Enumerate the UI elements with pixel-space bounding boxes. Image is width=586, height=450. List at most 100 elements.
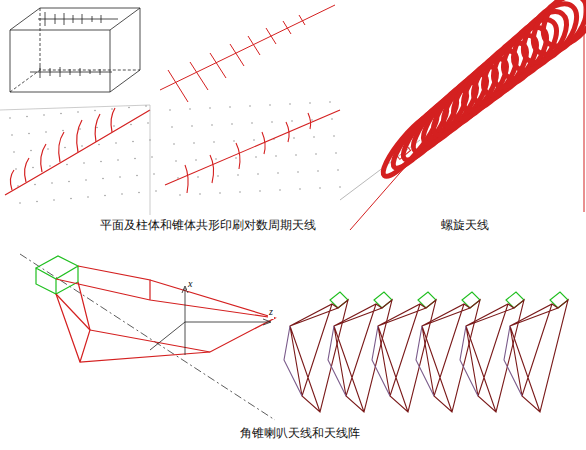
grid-dot: [233, 140, 235, 142]
figure-caption: 角锥喇叭天线和天线阵: [240, 426, 360, 440]
figure-caption: 平面及柱体和锥体共形印刷对数周期天线: [100, 218, 316, 232]
grid-dot: [70, 198, 72, 200]
grid-dot: [235, 157, 237, 159]
grid-dot: [331, 118, 333, 120]
grid-dot: [259, 190, 261, 192]
pyramidal-horn: [20, 254, 275, 420]
grid-dot: [11, 134, 13, 136]
grid-dot: [293, 137, 295, 139]
grid-dot: [26, 116, 28, 118]
grid-dot: [117, 159, 119, 161]
horn-wire: [510, 300, 568, 412]
grid-dot: [85, 179, 87, 181]
grid-dot: [255, 156, 257, 158]
grid-dot: [189, 108, 191, 110]
feed: [550, 292, 568, 308]
grid-dot: [60, 113, 62, 115]
feed: [462, 292, 480, 308]
grid-dot: [9, 117, 11, 119]
grid-dot: [289, 103, 291, 105]
grid-dot: [66, 164, 68, 166]
figure-caption: 螺旋天线: [441, 218, 489, 232]
horn-element: [504, 292, 568, 412]
grid-dot: [297, 171, 299, 173]
grid-dot: [339, 186, 341, 188]
grid-dot: [215, 158, 217, 160]
grid-dot: [313, 136, 315, 138]
grid-dot: [335, 152, 337, 154]
grid-dot: [213, 141, 215, 143]
grid-dot: [329, 101, 331, 103]
grid-dot: [291, 120, 293, 122]
grid-dot: [136, 175, 138, 177]
grid-dot: [138, 192, 140, 194]
grid-dot: [199, 193, 201, 195]
feed: [506, 292, 524, 308]
grid-dot: [102, 178, 104, 180]
grid-dot: [257, 173, 259, 175]
grid-dot: [177, 177, 179, 179]
grid-dot: [217, 175, 219, 177]
helix-turn: [533, 0, 586, 56]
grid-dot: [100, 161, 102, 163]
grid-dot: [34, 184, 36, 186]
grid-dot: [28, 133, 30, 135]
grid-dot: [151, 156, 153, 158]
grid-dot: [237, 174, 239, 176]
grid-dot: [275, 155, 277, 157]
grid-dot: [45, 131, 47, 133]
grid-dot: [79, 128, 81, 130]
grid-dot: [277, 172, 279, 174]
grid-dot: [169, 109, 171, 111]
grid-dot: [51, 182, 53, 184]
axis-label: x: [187, 277, 193, 291]
substrate-box: [10, 8, 140, 92]
grid-dot: [47, 148, 49, 150]
grid-dot: [113, 125, 115, 127]
grid-dot: [239, 191, 241, 193]
grid-dot: [309, 102, 311, 104]
grid-dot: [191, 125, 193, 127]
grid-dot: [13, 151, 15, 153]
grid-dot: [229, 106, 231, 108]
log-periodic-planar: [160, 5, 335, 102]
grid-dot: [271, 121, 273, 123]
grid-dot: [130, 124, 132, 126]
horn-wire: [460, 326, 478, 396]
grid-dot: [94, 110, 96, 112]
grid-dot: [104, 195, 106, 197]
helix-antenna: [340, 0, 586, 230]
grid-dot: [315, 153, 317, 155]
grid-dot: [32, 167, 34, 169]
feed: [330, 292, 348, 308]
feed: [418, 292, 436, 308]
grid-dot: [269, 104, 271, 106]
grid-dot: [197, 176, 199, 178]
grid-dot: [98, 144, 100, 146]
horn-wire: [416, 326, 434, 396]
grid-dot: [209, 107, 211, 109]
grid-dot: [337, 169, 339, 171]
feed: [374, 292, 392, 308]
grid-dot: [15, 168, 17, 170]
grid-dot: [155, 190, 157, 192]
grid-dot: [317, 170, 319, 172]
grid-dot: [132, 141, 134, 143]
helix-turn: [523, 0, 586, 64]
grid-dot: [64, 147, 66, 149]
grid-dot: [175, 160, 177, 162]
grid-dot: [171, 126, 173, 128]
grid-dot: [81, 145, 83, 147]
grid-dot: [134, 158, 136, 160]
grid-dot: [251, 122, 253, 124]
log-periodic-cone: [165, 101, 341, 196]
grid-dot: [43, 114, 45, 116]
grid-dot: [96, 127, 98, 129]
grid-dot: [153, 173, 155, 175]
grid-dot: [319, 187, 321, 189]
grid-dot: [111, 108, 113, 110]
grid-dot: [36, 201, 38, 203]
grid-dot: [121, 193, 123, 195]
grid-dot: [19, 202, 21, 204]
grid-dot: [83, 162, 85, 164]
